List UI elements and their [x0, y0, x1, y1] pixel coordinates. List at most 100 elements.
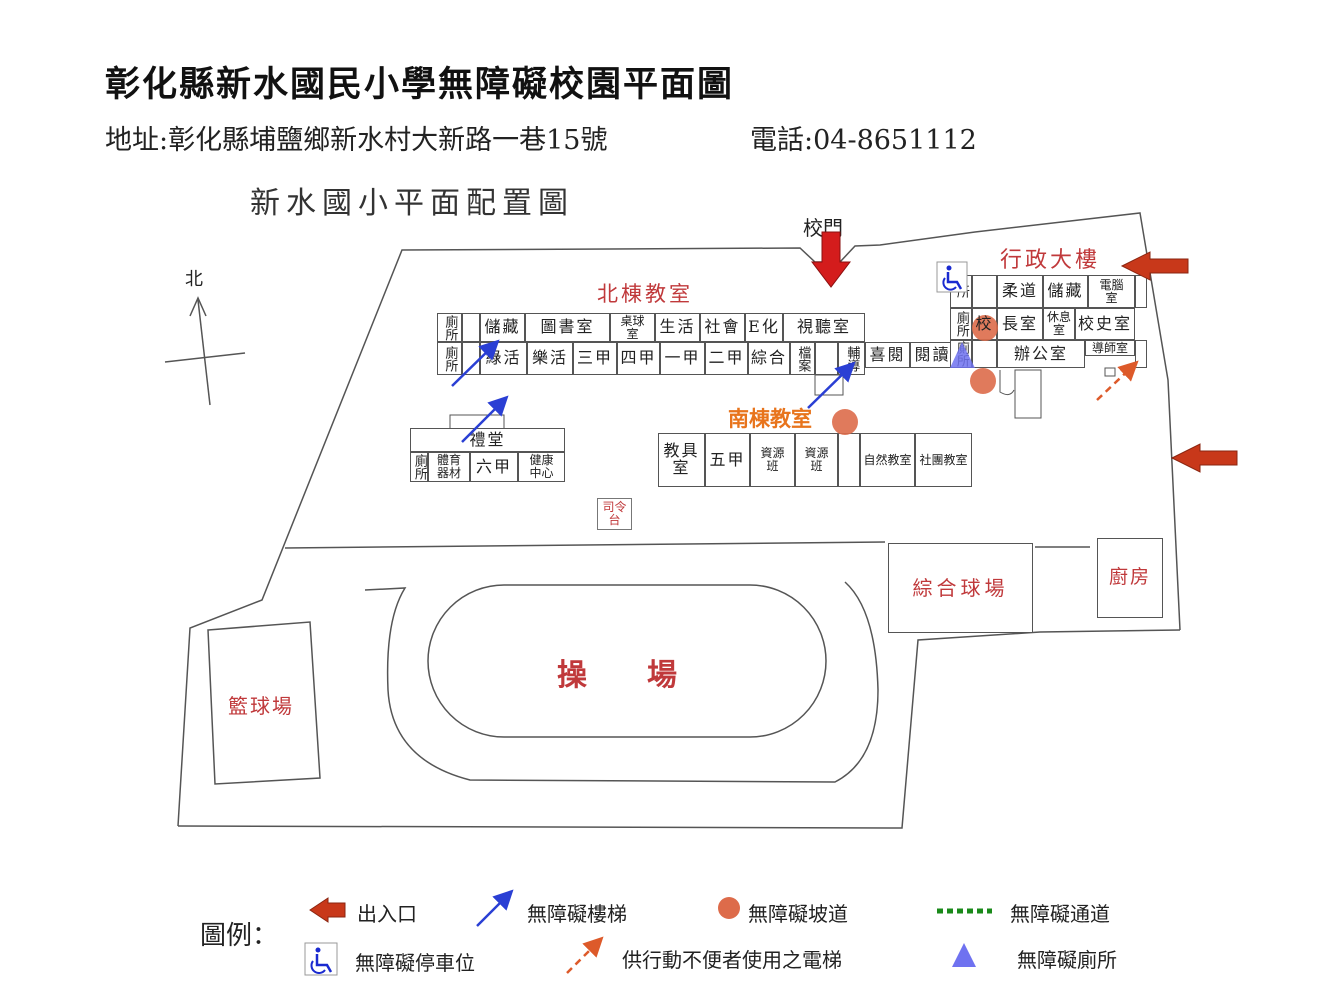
room-label: 六甲: [475, 456, 512, 476]
legend-stairs-icon: [476, 889, 514, 927]
room-label: 桌球室: [620, 313, 645, 341]
basketball-label: 籃球場: [228, 694, 294, 718]
room-label: 休息室: [1046, 310, 1071, 337]
accessible-parking-icon: [936, 261, 968, 293]
stairs-icon: [807, 361, 856, 409]
room-label: 校: [975, 313, 994, 333]
room: 六甲: [470, 452, 518, 482]
legend-ramp-label: 無障礙坡道: [748, 902, 848, 926]
gate-entrance-arrow-icon: [810, 231, 852, 288]
room: 五甲: [705, 433, 750, 487]
room: 生活: [655, 313, 700, 342]
room: 廁所: [410, 452, 428, 482]
room-label: 儲藏: [484, 317, 521, 337]
address-text: 地址:彰化縣埔鹽鄉新水村大新路一巷15號: [105, 125, 608, 156]
room: 長室: [997, 308, 1043, 340]
phone-text: 電話:04-8651112: [750, 125, 977, 156]
room-label: 導師室: [1091, 340, 1128, 355]
room: 電腦室: [1088, 275, 1135, 308]
podium-label: 司令台: [602, 500, 627, 527]
accessible-toilet-icon: [950, 342, 975, 368]
room: 辦公室: [997, 340, 1085, 368]
room: 自然教室: [860, 433, 915, 487]
podium: 司令台: [597, 498, 632, 530]
room: 儲藏: [1043, 275, 1088, 308]
entrance-arrow-icon: [1170, 443, 1238, 473]
map-subtitle: 新水國小平面配置圖: [250, 186, 574, 221]
room: 禮堂: [410, 428, 565, 452]
campus-boundary-south: [177, 629, 1181, 829]
ramp-icon: [832, 409, 858, 435]
page-title: 彰化縣新水國民小學無障礙校園平面圖: [105, 64, 735, 105]
room: 喜閱: [865, 342, 910, 368]
room-label: 體育器材: [436, 453, 461, 480]
room: E化: [745, 313, 783, 342]
basketball-court: [207, 621, 321, 785]
room: 桌球室: [610, 313, 655, 342]
room: [815, 342, 838, 375]
room: 二甲: [705, 342, 748, 375]
legend-ramp-icon: [718, 897, 740, 919]
entrance-arrow-icon: [1120, 251, 1189, 281]
elevator-icon: [1096, 360, 1139, 401]
room-label: 自然教室: [863, 452, 912, 467]
room: [462, 313, 480, 342]
room: [972, 340, 997, 368]
room-label: 喜閱: [869, 344, 906, 364]
room-label: 社會: [704, 317, 741, 337]
room-label: 柔道: [1001, 281, 1038, 301]
room: 檔案: [790, 342, 815, 375]
room: 廁所: [437, 342, 462, 375]
legend-elevator-label: 供行動不便者使用之電梯: [622, 948, 842, 972]
admin-building-label: 行政大樓: [1000, 248, 1101, 273]
field-label: 操 場: [557, 658, 677, 693]
room-label: 綜合: [750, 348, 787, 368]
south-building-label: 南棟教室: [728, 406, 812, 431]
room-label: 資源班: [760, 446, 785, 473]
stairs-icon: [461, 395, 509, 443]
legend-entrance-icon: [309, 897, 346, 923]
stairs-icon: [451, 339, 500, 387]
north-building-label: 北棟教室: [597, 282, 693, 306]
north-compass-icon: [164, 296, 246, 406]
room: 社會: [700, 313, 745, 342]
room: 休息室: [1043, 308, 1075, 340]
room-label: 長室: [1001, 313, 1038, 333]
room-label: 儲藏: [1047, 281, 1084, 301]
room-label: 廁所: [442, 345, 458, 372]
room: 校史室: [1075, 308, 1135, 340]
court-label: 綜合球場: [912, 575, 1009, 600]
room-label: 廁所: [953, 311, 969, 337]
ramp-icon: [970, 368, 996, 394]
room: 柔道: [997, 275, 1043, 308]
room: [972, 275, 997, 308]
multi-court: 綜合球場: [888, 543, 1033, 633]
track-inner: [427, 584, 827, 738]
legend-toilet-icon: [952, 943, 976, 967]
room: 廁所: [437, 313, 462, 342]
elevator-box: [1104, 367, 1116, 377]
room: 導師室: [1085, 340, 1135, 356]
room-label: 閱讀: [914, 344, 951, 364]
legend-title: 圖例：: [200, 921, 279, 951]
room-label: 一甲: [664, 348, 701, 368]
kitchen-label: 廚房: [1108, 566, 1151, 589]
room-label: 社團教室: [919, 452, 968, 467]
room: 視聽室: [783, 313, 865, 342]
admin-annex-curve: [999, 370, 1015, 396]
ramp-icon: [972, 315, 998, 341]
room-label: 資源班: [804, 446, 829, 473]
legend-parking-icon: [304, 942, 338, 976]
legend-stairs-label: 無障礙樓梯: [527, 902, 627, 926]
room: 教具室: [658, 433, 705, 487]
room-label: 校史室: [1077, 313, 1132, 333]
room-label: 樂活: [531, 348, 568, 368]
room: 健康中心: [518, 452, 565, 482]
room-label: 四甲: [620, 348, 657, 368]
room-label: 生活: [659, 317, 696, 337]
room: 樂活: [527, 342, 573, 375]
room-label: 廁所: [442, 314, 458, 341]
elevator-shaft: [814, 374, 844, 396]
room-label: 辦公室: [1013, 343, 1068, 363]
